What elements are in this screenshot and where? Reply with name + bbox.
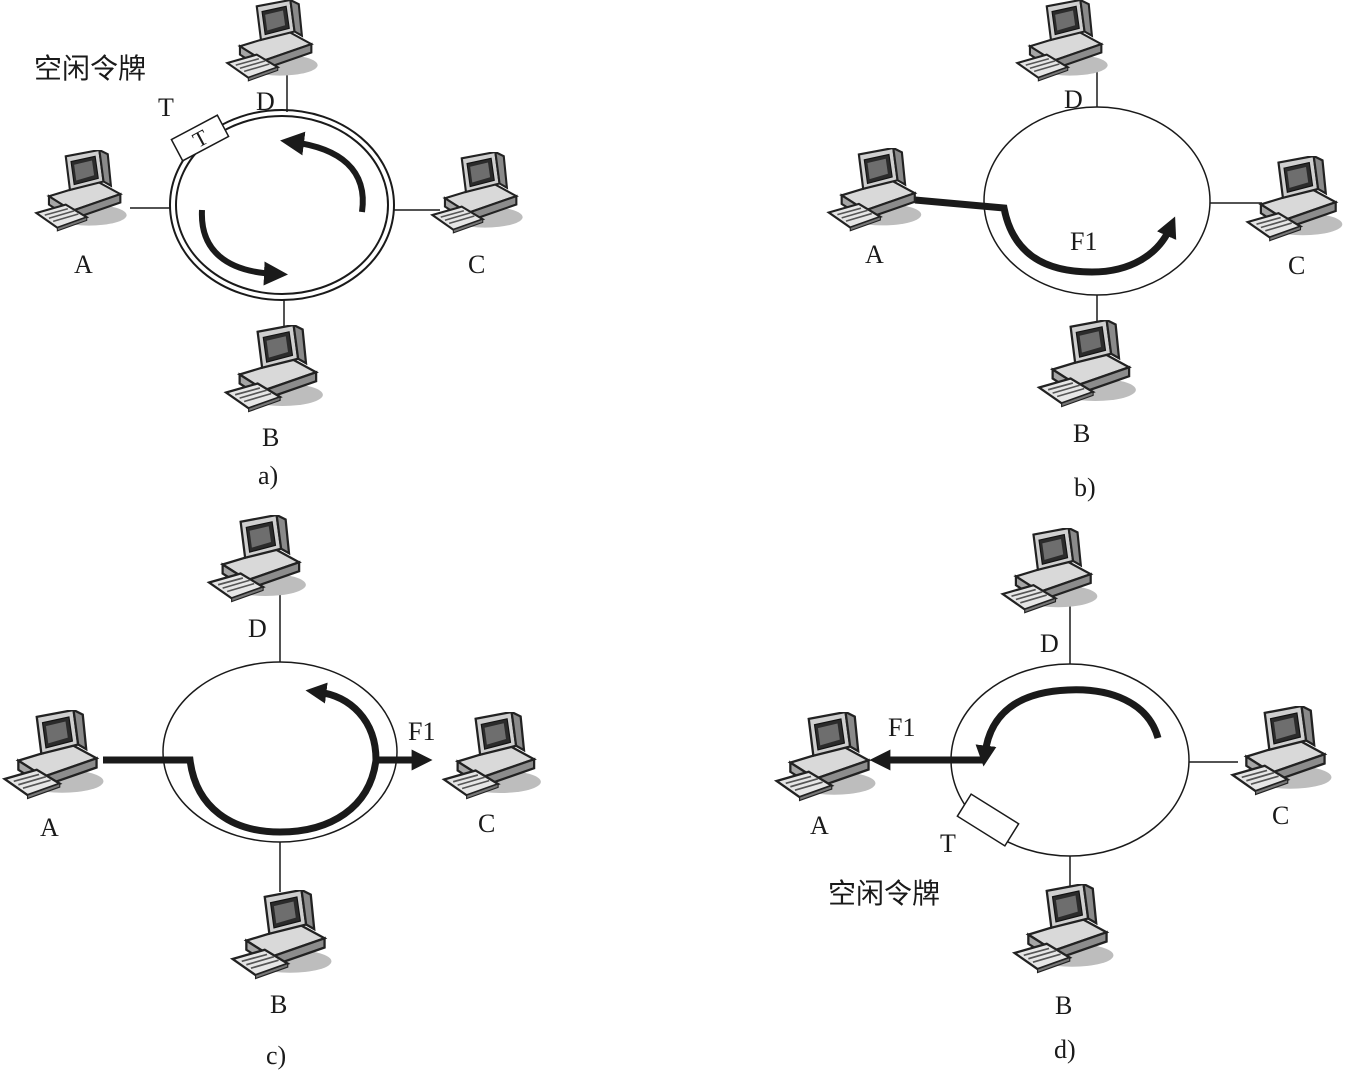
panel-caption-b: b) bbox=[1074, 473, 1096, 502]
node-label-c: C bbox=[1288, 251, 1305, 280]
node-label-c: C bbox=[478, 809, 495, 838]
panel-d: D A C B F1 T 空闲令牌 d) bbox=[775, 528, 1333, 1064]
computer-icon-c bbox=[1231, 706, 1333, 796]
panel-b: D A C B F1 b) bbox=[827, 0, 1344, 502]
frame-label: F1 bbox=[1070, 227, 1097, 256]
computer-icon-b bbox=[231, 890, 333, 980]
node-label-b: B bbox=[270, 990, 287, 1019]
computer-icon-a bbox=[775, 712, 877, 802]
computer-icon-a bbox=[3, 710, 105, 800]
computer-icon-c bbox=[442, 712, 543, 800]
ring bbox=[983, 106, 1211, 296]
frame-path-return-to-a bbox=[975, 686, 1162, 767]
circulation-arrow-upper bbox=[280, 131, 366, 213]
computer-icon-d bbox=[1016, 0, 1109, 82]
token-label: T bbox=[940, 829, 956, 858]
node-label-a: A bbox=[865, 240, 884, 269]
panel-a: T 空闲令牌 T D A C B a) bbox=[34, 0, 524, 490]
node-label-b: B bbox=[262, 423, 279, 452]
token-box bbox=[956, 793, 1020, 847]
node-label-b: B bbox=[1073, 419, 1090, 448]
panel-caption-a: a) bbox=[258, 461, 278, 490]
frame-label: F1 bbox=[408, 717, 435, 746]
computer-icon-b bbox=[1037, 320, 1138, 408]
computer-icon-a bbox=[827, 148, 923, 232]
circulation-arrow-lower bbox=[198, 209, 288, 286]
token-box: T bbox=[170, 114, 230, 162]
idle-token-label: 空闲令牌 bbox=[34, 52, 146, 85]
node-label-a: A bbox=[810, 811, 829, 840]
computer-icon-c bbox=[1246, 156, 1344, 242]
node-label-a: A bbox=[40, 813, 59, 842]
frame-path bbox=[914, 196, 1177, 276]
computer-icon-b bbox=[1013, 884, 1115, 974]
ring-outer bbox=[169, 109, 395, 301]
node-label-c: C bbox=[468, 250, 485, 279]
computer-icon-c bbox=[431, 152, 524, 234]
token-label: T bbox=[158, 93, 174, 122]
ring bbox=[162, 661, 398, 843]
computer-icon-d bbox=[207, 515, 308, 603]
node-label-d: D bbox=[256, 87, 275, 116]
node-label-d: D bbox=[248, 614, 267, 643]
computer-icon-d bbox=[1001, 528, 1099, 614]
computer-icon-b bbox=[224, 325, 325, 413]
ring-inner bbox=[175, 115, 389, 295]
node-label-c: C bbox=[1272, 801, 1289, 830]
node-label-b: B bbox=[1055, 991, 1072, 1020]
node-label-a: A bbox=[74, 250, 93, 279]
frame-label: F1 bbox=[888, 713, 915, 742]
node-label-d: D bbox=[1040, 629, 1059, 658]
computer-icon-d bbox=[226, 0, 319, 82]
frame-path-return bbox=[305, 682, 380, 761]
panel-caption-d: d) bbox=[1054, 1035, 1076, 1064]
frame-path-a-to-c bbox=[103, 749, 433, 836]
idle-token-label: 空闲令牌 bbox=[828, 877, 940, 910]
panel-caption-c: c) bbox=[266, 1041, 286, 1070]
panel-c: D A C B F1 c) bbox=[3, 515, 543, 1070]
computer-icon-a bbox=[35, 150, 128, 232]
node-label-d: D bbox=[1064, 85, 1083, 114]
